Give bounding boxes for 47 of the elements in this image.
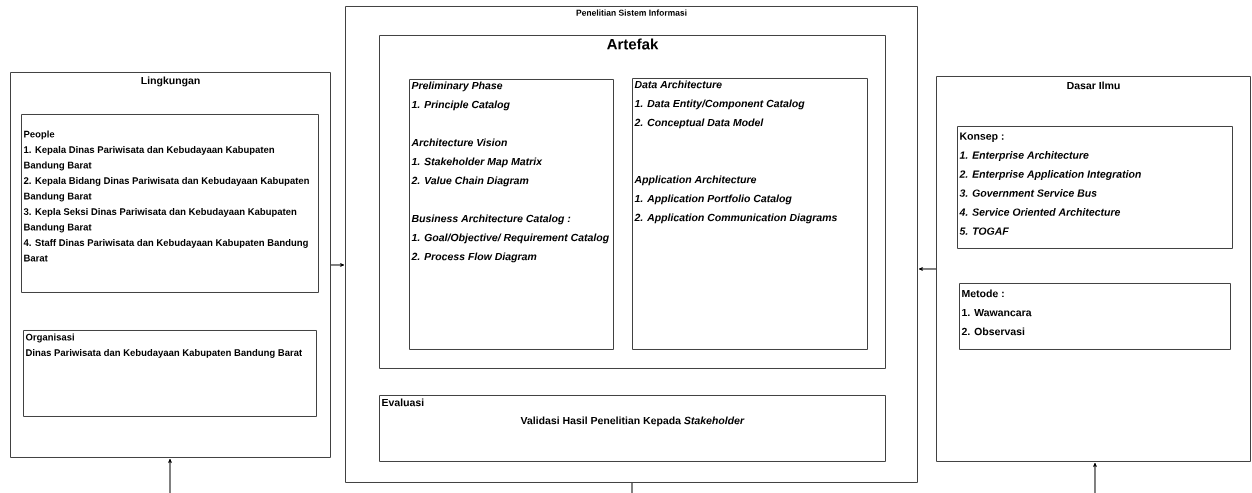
list-item: 1. Data Entity/Component Catalog — [634, 99, 805, 110]
box-heading: Dasar Ilmu — [1067, 81, 1120, 90]
section-heading: Preliminary Phase — [411, 81, 503, 92]
list-item: 1. Application Portfolio Catalog — [634, 194, 792, 205]
arrow — [330, 263, 345, 267]
list-box — [23, 330, 317, 417]
section-heading: Data Architecture — [634, 80, 722, 89]
list-item: 1. Wawancara — [962, 308, 1032, 317]
list-item: 2. Value Chain Diagram — [411, 176, 529, 187]
list-box — [632, 78, 868, 350]
section-heading: Metode : — [962, 289, 1004, 298]
list-item: 2. Application Communication Diagrams — [634, 213, 837, 224]
section-heading: Evaluasi — [382, 398, 424, 407]
list-box — [409, 79, 614, 350]
list-item: 3. Kepla Seksi Dinas Pariwisata dan Kebudayaan Kabupaten Bandung Barat — [23, 208, 297, 233]
section-heading: Business Architecture Catalog : — [411, 214, 571, 225]
list-box — [957, 126, 1233, 249]
section-heading: Organisasi — [25, 333, 74, 343]
arrow — [168, 458, 172, 493]
list-item: 1. Kepala Dinas Pariwisata dan Kebudayaan Kabupaten Bandung Barat — [24, 146, 275, 171]
list-item: 3. Government Service Bus — [959, 189, 1097, 197]
box-heading: Penelitian Sistem Informasi — [576, 9, 687, 16]
box-heading: Lingkungan — [141, 76, 200, 87]
section-heading: Konsep : — [960, 132, 1004, 142]
list-item: 1. Stakeholder Map Matrix — [411, 157, 543, 168]
list-item: 1. Goal/Objective/ Requirement Catalog — [411, 233, 609, 244]
list-item: 4. Service Oriented Architecture — [959, 208, 1121, 216]
list-item: 2. Process Flow Diagram — [411, 252, 537, 263]
list-item: 2. Conceptual Data Model — [634, 118, 764, 129]
body-text: Validasi Hasil Penelitian Kepada Stakeholder — [520, 416, 745, 427]
section-heading: Architecture Vision — [411, 138, 507, 147]
list-box — [379, 395, 886, 462]
list-box — [21, 114, 319, 293]
body-text: Dinas Pariwisata dan Kebudayaan Kabupaten Bandung Barat — [26, 349, 302, 358]
arrow — [1093, 462, 1097, 493]
list-item: 1. Principle Catalog — [411, 100, 510, 111]
section-heading: People — [24, 130, 55, 140]
box-heading: Artefak — [607, 38, 659, 50]
list-box — [959, 283, 1231, 350]
list-item: 4. Staff Dinas Pariwisata dan Kebudayaan Kabupaten Bandung Barat — [23, 239, 308, 262]
list-item: 2. Observasi — [961, 327, 1025, 336]
section-heading: Application Architecture — [634, 175, 757, 186]
list-item: 1. Enterprise Architecture — [959, 151, 1089, 161]
arrow — [918, 267, 937, 271]
list-item: 2. Enterprise Application Integration — [959, 170, 1141, 180]
list-item: 2. Kepala Bidang Dinas Pariwisata dan Kebudayaan Kabupaten Bandung Barat — [23, 177, 309, 202]
list-item: 5. TOGAF — [959, 227, 1009, 235]
